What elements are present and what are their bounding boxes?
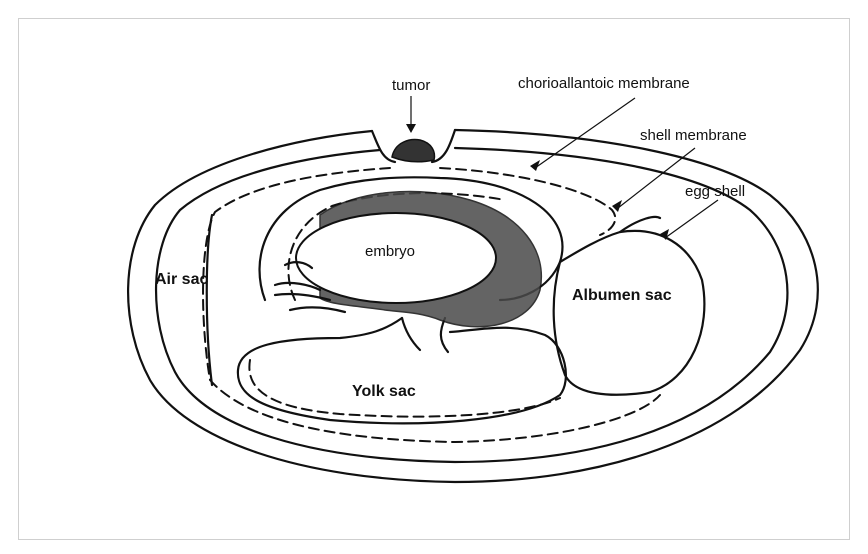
yolk-sac-outline xyxy=(238,318,566,423)
pointer-egg-shell xyxy=(660,200,718,240)
pointer-tumor xyxy=(406,96,416,133)
pointer-shell-membrane xyxy=(612,148,695,212)
label-embryo: embryo xyxy=(365,243,415,260)
label-tumor: tumor xyxy=(392,77,430,94)
yolk-stalk xyxy=(402,318,448,352)
label-albumen-sac: Albumen sac xyxy=(572,287,672,304)
label-air-sac: Air sac xyxy=(155,271,208,288)
label-shell-membrane: shell membrane xyxy=(640,127,747,144)
label-egg-shell: egg shell xyxy=(685,183,745,200)
albumen-connector xyxy=(620,217,660,232)
label-chorioallantoic-membrane: chorioallantoic membrane xyxy=(518,75,690,92)
label-yolk-sac: Yolk sac xyxy=(352,383,416,400)
albumen-sac-outline xyxy=(554,231,705,395)
tumor-mass xyxy=(392,140,434,162)
air-sac-divider xyxy=(207,215,212,385)
